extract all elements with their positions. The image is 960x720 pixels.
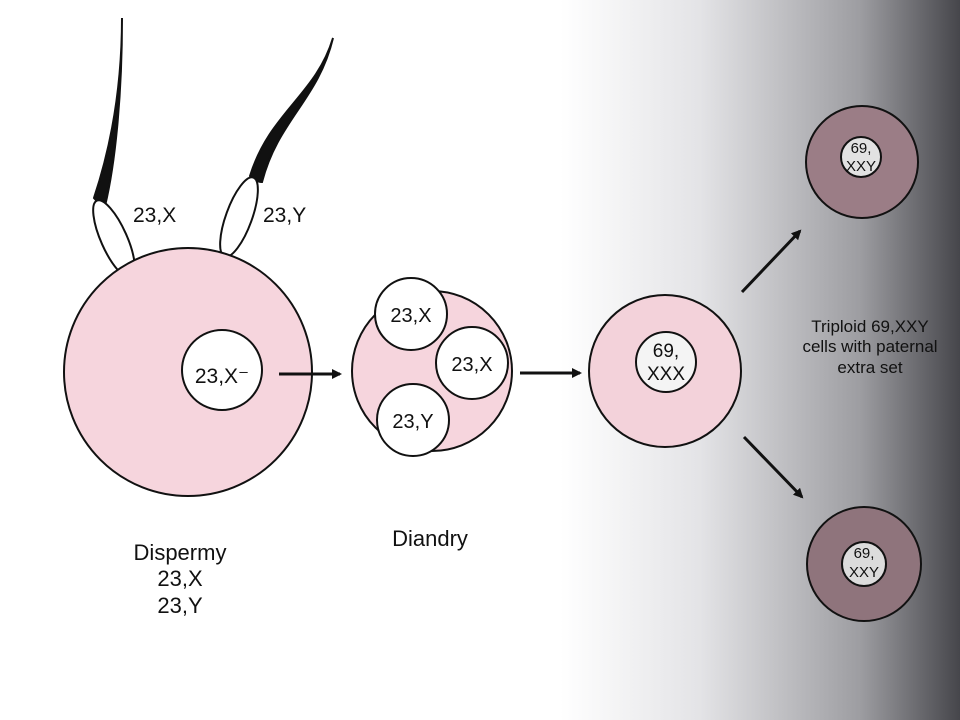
triploid-caption-line3: extra set — [837, 357, 903, 377]
dispermy-caption-title: Dispermy — [133, 540, 227, 565]
zygote-nucleus — [635, 331, 697, 393]
triploid-top-label-line2: XXY — [846, 158, 876, 175]
dispermy-nucleus — [181, 329, 263, 411]
diandry-pronucleus-2-label: 23,X — [451, 354, 492, 376]
dispermy-caption: Dispermy 23,X 23,Y — [100, 540, 260, 619]
dispermy-caption-sperm-1: 23,X — [157, 566, 203, 592]
dispermy-caption-sperm-2: 23,Y — [157, 592, 203, 618]
zygote-label-line2: XXX — [647, 364, 685, 385]
arrow-zygote-to-bottom-cell — [742, 435, 804, 499]
triploid-top-label-line1: 69, — [851, 140, 872, 157]
dispermy-nucleus-label: 23,X⁻ — [195, 365, 249, 388]
triploid-caption-line1: Triploid 69,XXY — [811, 317, 929, 336]
triploid-cell-top-nucleus — [840, 136, 882, 178]
triploid-caption-line2: cells with paternal — [802, 337, 938, 357]
sperm-tail-left — [92, 17, 123, 208]
diandry-pronucleus-3-label: 23,Y — [392, 411, 433, 433]
triploid-bottom-label-line2: XXY — [849, 564, 879, 581]
arrow-zygote-to-top-cell — [740, 229, 802, 294]
zygote-label-line1: 69, — [653, 341, 679, 362]
triploid-bottom-label-line1: 69, — [854, 545, 875, 562]
diandry-pronucleus-2 — [435, 326, 509, 400]
triploid-caption: Triploid 69,XXY cells with paternal extr… — [780, 317, 960, 378]
diandry-pronucleus-1 — [374, 277, 448, 351]
sperm-head-right — [219, 176, 259, 258]
diandry-caption: Diandry — [392, 526, 468, 551]
sperm-tail-right — [248, 37, 334, 184]
triploid-cell-bottom-nucleus — [841, 541, 887, 587]
diandry-pronucleus-1-label: 23,X — [390, 305, 431, 327]
diandry-pronucleus-3 — [376, 383, 450, 457]
sperm-label-left: 23,X — [133, 204, 176, 227]
sperm-label-right: 23,Y — [263, 204, 306, 227]
